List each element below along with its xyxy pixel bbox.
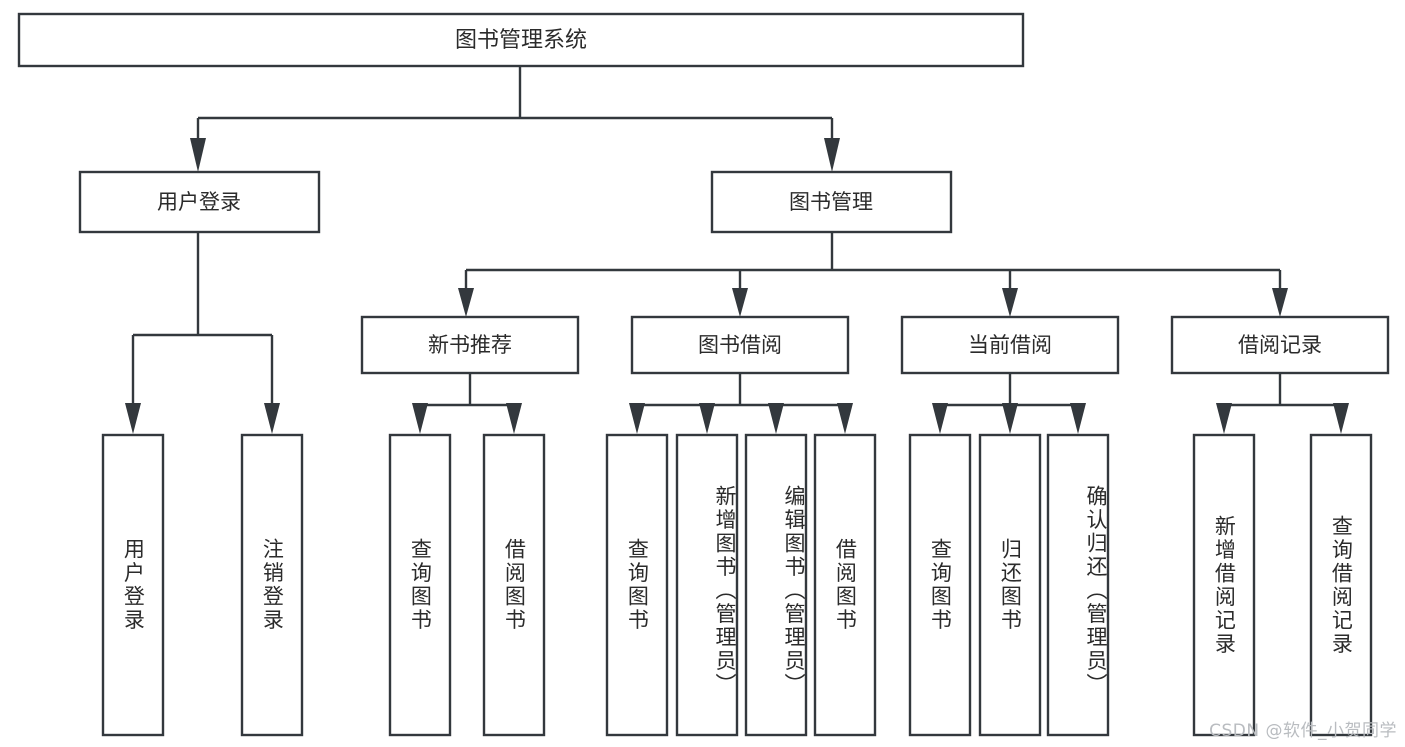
node-book-borrow-box[interactable]: [630, 315, 850, 375]
node-user-login-box[interactable]: [78, 170, 321, 234]
node-new-book-recommend-box[interactable]: [360, 315, 580, 375]
leaf-user-login-box[interactable]: [101, 433, 165, 737]
leaf-logout-login-box[interactable]: [240, 433, 304, 737]
node-user-login-label: 用户登录: [157, 190, 241, 214]
arrow-to-book-borrow: [732, 288, 748, 317]
arrow-to-leaf-edit-book: [768, 403, 784, 434]
arrow-to-leaf-user-login: [125, 403, 141, 434]
arrow-to-leaf-query-book-3: [932, 403, 948, 434]
arrow-to-leaf-borrow-book-2: [837, 403, 853, 434]
leaf-box-group: [101, 433, 1373, 737]
node-root-label: 图书管理系统: [455, 28, 587, 53]
node-borrow-record-label: 借阅记录: [1238, 333, 1322, 357]
node-new-book-recommend[interactable]: 新书推荐: [360, 315, 580, 375]
node-book-borrow[interactable]: 图书借阅: [630, 315, 850, 375]
leaf-edit-book-box[interactable]: [744, 433, 808, 737]
arrow-to-leaf-add-borrow-record: [1216, 403, 1232, 434]
leaf-borrow-book-1-box[interactable]: [482, 433, 546, 737]
node-borrow-record-box[interactable]: [1170, 315, 1390, 375]
arrow-to-leaf-borrow-book-1: [506, 403, 522, 434]
node-current-borrow-label: 当前借阅: [968, 333, 1052, 357]
node-book-management-box[interactable]: [710, 170, 953, 234]
watermark: CSDN @软件_小贺同学: [1209, 721, 1397, 741]
node-root-box[interactable]: [17, 12, 1025, 68]
leaf-add-borrow-record-box[interactable]: [1192, 433, 1256, 737]
node-user-login[interactable]: 用户登录: [78, 170, 321, 234]
leaf-return-book-box[interactable]: [978, 433, 1042, 737]
arrow-to-leaf-query-book-1: [412, 403, 428, 434]
node-book-management-label: 图书管理: [789, 190, 873, 214]
leaf-query-book-3-box[interactable]: [908, 433, 972, 737]
connector-group: [125, 66, 1349, 434]
arrow-to-leaf-logout-login: [264, 403, 280, 434]
arrow-to-leaf-query-borrow-record: [1333, 403, 1349, 434]
node-book-borrow-label: 图书借阅: [698, 333, 782, 357]
leaf-query-borrow-record-box[interactable]: [1309, 433, 1373, 737]
arrow-to-leaf-return-book: [1002, 403, 1018, 434]
arrow-to-book-management: [824, 138, 840, 172]
arrow-to-borrow-record: [1272, 288, 1288, 317]
leaf-add-book-box[interactable]: [675, 433, 739, 737]
arrow-to-leaf-add-book: [699, 403, 715, 434]
arrow-to-leaf-confirm-return: [1070, 403, 1086, 434]
arrow-to-user-login: [190, 138, 206, 172]
arrow-to-current-borrow: [1002, 288, 1018, 317]
node-new-book-recommend-label: 新书推荐: [428, 333, 512, 357]
node-root[interactable]: 图书管理系统: [17, 12, 1025, 68]
arrow-to-new-book-recommend: [458, 288, 474, 317]
arrow-to-leaf-query-book-2: [629, 403, 645, 434]
leaf-confirm-return-box[interactable]: [1046, 433, 1110, 737]
leaf-borrow-book-2-box[interactable]: [813, 433, 877, 737]
node-current-borrow[interactable]: 当前借阅: [900, 315, 1120, 375]
leaf-query-book-1-box[interactable]: [388, 433, 452, 737]
node-borrow-record[interactable]: 借阅记录: [1170, 315, 1390, 375]
node-book-management[interactable]: 图书管理: [710, 170, 953, 234]
leaf-query-book-2-box[interactable]: [605, 433, 669, 737]
node-current-borrow-box[interactable]: [900, 315, 1120, 375]
